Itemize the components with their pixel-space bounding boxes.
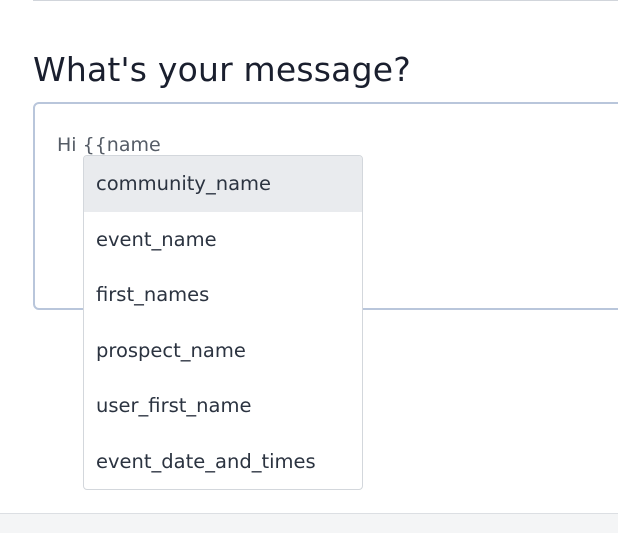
autocomplete-item-event-name[interactable]: event_name [96,227,217,251]
autocomplete-item-user-first-name[interactable]: user_first_name [96,394,252,417]
autocomplete-item-prospect-name[interactable]: prospect_name [96,338,246,362]
autocomplete-item-community-name[interactable]: community_name [84,156,362,212]
message-text[interactable]: Hi {{name [57,134,161,156]
autocomplete-dropdown: community_name event_name first_names pr… [83,155,363,490]
top-divider [33,0,618,1]
bottom-bar [0,513,618,533]
autocomplete-item-first-names[interactable]: first_names [96,283,210,306]
page-title: What's your message? [33,50,411,89]
autocomplete-item-event-date-and-times[interactable]: event_date_and_times [96,449,316,473]
